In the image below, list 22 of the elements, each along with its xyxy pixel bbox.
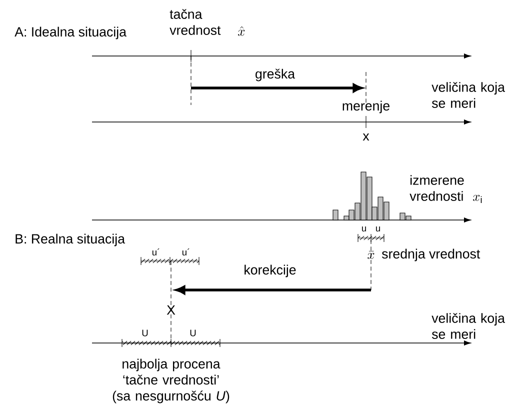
caption-text: najbolja procena ‘tačne vrednosti’ (sa nesgurnošću U)	[112, 358, 230, 404]
bracket-label: u	[376, 226, 380, 232]
value-label: merenje	[342, 100, 390, 114]
value-label: x	[362, 133, 370, 141]
axis-label: veličina koja se meri	[432, 82, 505, 108]
value-label: tačna vrednost	[170, 9, 221, 35]
arrow-label: greška	[256, 68, 296, 82]
math-symbol: $\hat{x}$	[238, 26, 245, 36]
value-label: srednja vrednost	[382, 248, 480, 262]
value-label: X	[166, 305, 176, 315]
section-heading: A: Idealna situacija	[14, 26, 126, 40]
bracket-label: U	[142, 330, 148, 336]
math-symbol: $x_{\mathrm{i}}$	[473, 194, 482, 203]
axis-label: veličina koja se meri	[432, 313, 505, 339]
math-symbol: $\bar{x}$	[368, 250, 374, 259]
bracket-label: U	[190, 330, 196, 336]
value-label: izmerene vrednosti	[410, 175, 464, 201]
section-heading: B: Realna situacija	[16, 234, 126, 246]
bracket-label: u´	[182, 248, 190, 256]
arrow-label: korekcije	[244, 264, 296, 278]
bracket-label: u	[362, 226, 366, 232]
bracket-label: u´	[152, 248, 160, 256]
